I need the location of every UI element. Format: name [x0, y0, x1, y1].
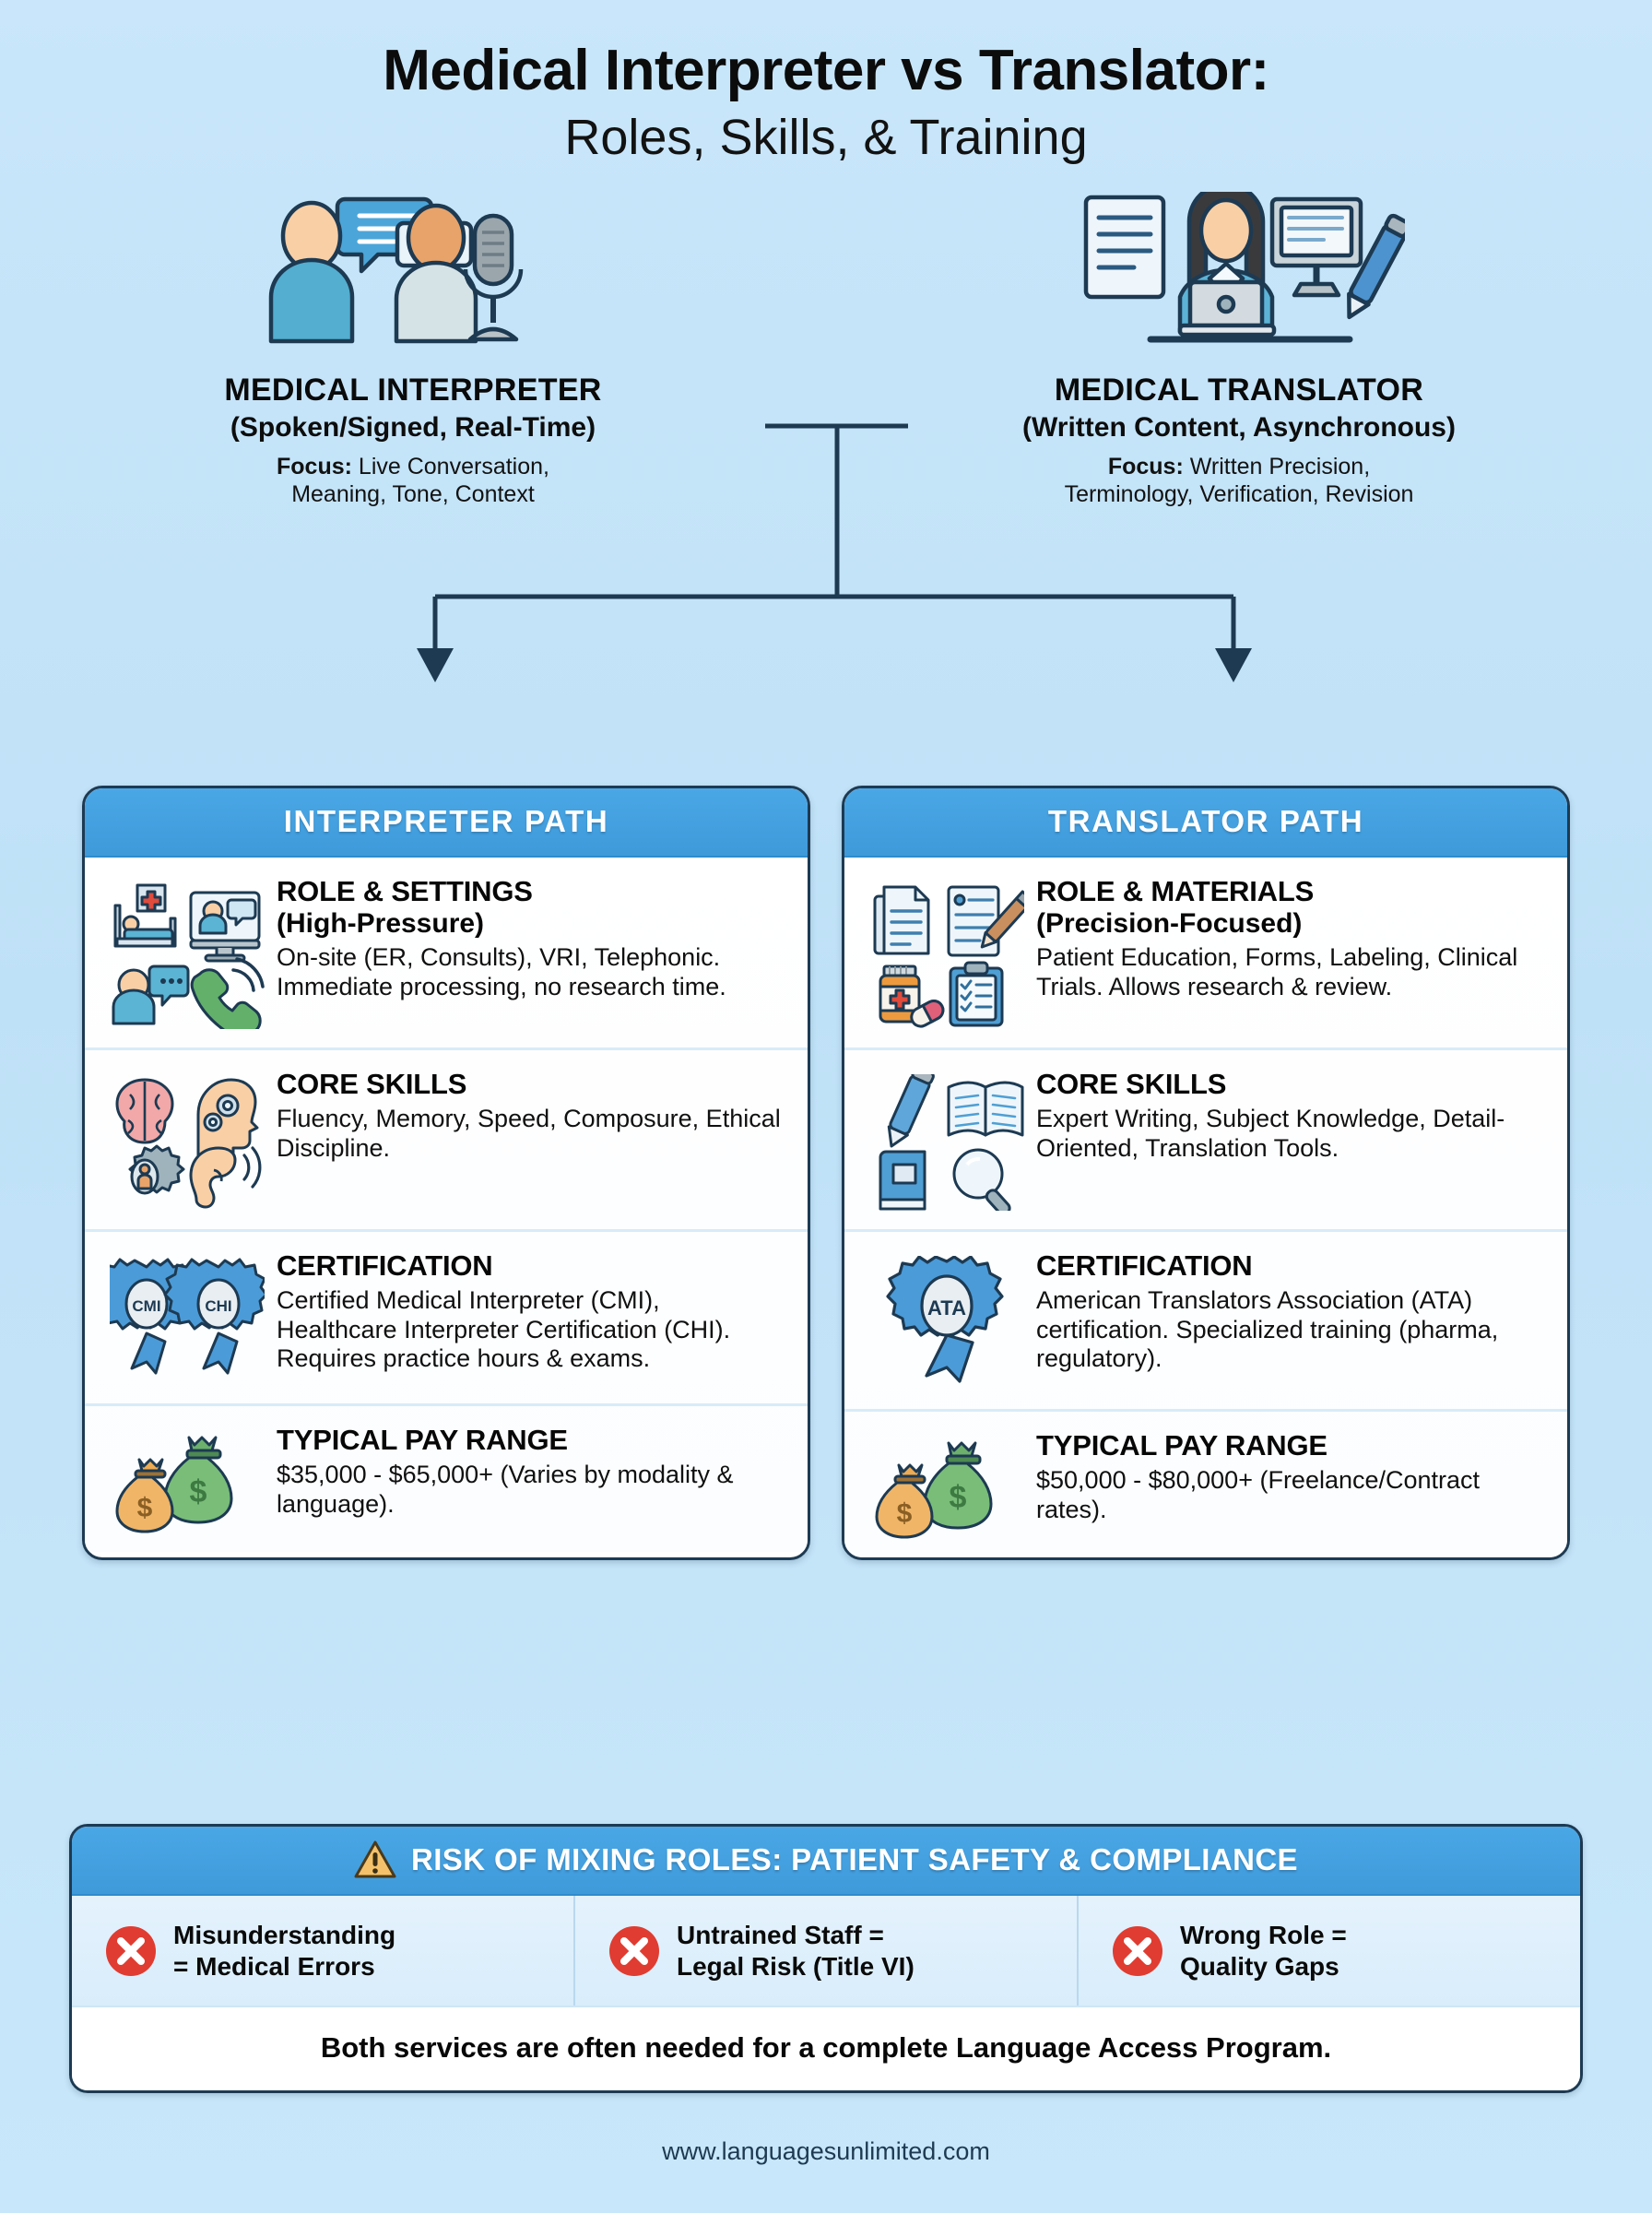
row-icon-cluster — [105, 1069, 269, 1211]
warning-triangle-icon — [354, 1840, 396, 1878]
row-pay-range: $ $ TYPICAL PAY RANGE $35,000 - $65,000+… — [85, 1403, 808, 1552]
role-headers: MEDICAL INTERPRETER (Spoken/Signed, Real… — [0, 190, 1652, 509]
path-cards: INTERPRETER PATH — [0, 786, 1652, 1560]
role-focus-line2: Terminology, Verification, Revision — [1064, 481, 1414, 508]
woman-laptop-documents-monitor-pen-icon — [1073, 190, 1405, 356]
svg-text:CHI: CHI — [205, 1297, 231, 1315]
svg-text:$: $ — [190, 1474, 207, 1509]
red-x-icon — [609, 1925, 659, 1976]
red-x-icon — [1113, 1925, 1162, 1976]
risk-item-text: Wrong Role = Quality Gaps — [1180, 1920, 1347, 1982]
interpreter-path-card: INTERPRETER PATH — [82, 786, 810, 1560]
risk-banner-footer: Both services are often needed for a com… — [72, 2006, 1580, 2091]
row-description: Fluency, Memory, Speed, Composure, Ethic… — [277, 1104, 781, 1162]
row-subtitle: (Precision-Focused) — [1036, 907, 1303, 939]
row-title: CERTIFICATION — [1036, 1249, 1253, 1282]
risk-item-line1: Wrong Role = — [1180, 1921, 1347, 1949]
role-focus-line1: Live Conversation, — [351, 453, 549, 479]
role-title: MEDICAL TRANSLATOR — [1054, 372, 1424, 408]
row-title: ROLE & SETTINGS — [277, 875, 533, 907]
svg-text:ATA: ATA — [927, 1296, 966, 1320]
row-text: CORE SKILLS Fluency, Memory, Speed, Comp… — [269, 1068, 784, 1163]
risk-item-line2: = Medical Errors — [173, 1951, 375, 1981]
risk-item-line2: Quality Gaps — [1180, 1951, 1339, 1981]
risk-item-line1: Misunderstanding — [173, 1921, 396, 1949]
row-icon-cluster: ATA — [865, 1250, 1029, 1391]
row-text: TYPICAL PAY RANGE $50,000 - $80,000+ (Fr… — [1029, 1429, 1543, 1524]
risk-banner-header: RISK OF MIXING ROLES: PATIENT SAFETY & C… — [72, 1827, 1580, 1896]
role-focus-line1: Written Precision, — [1183, 453, 1371, 479]
risk-item: Wrong Role = Quality Gaps — [1077, 1896, 1580, 2006]
row-description: Patient Education, Forms, Labeling, Clin… — [1036, 942, 1518, 1000]
role-focus-label: Focus: — [1107, 453, 1184, 479]
row-title: CERTIFICATION — [277, 1249, 493, 1282]
role-focus: Focus: Written Precision, Terminology, V… — [1065, 453, 1414, 509]
row-description: On-site (ER, Consults), VRI, Telephonic.… — [277, 942, 726, 1000]
card-header-interpreter: INTERPRETER PATH — [85, 788, 808, 858]
row-text: CERTIFICATION Certified Medical Interpre… — [269, 1249, 784, 1374]
role-title: MEDICAL INTERPRETER — [224, 372, 602, 408]
svg-text:$: $ — [897, 1498, 913, 1529]
row-role-settings: ROLE & SETTINGS (High-Pressure) On-site … — [85, 858, 808, 1047]
row-subtitle: (High-Pressure) — [277, 907, 485, 939]
row-title: TYPICAL PAY RANGE — [1036, 1429, 1328, 1462]
role-focus-label: Focus: — [277, 453, 352, 479]
row-icon-cluster: $ $ — [865, 1430, 1029, 1539]
row-pay-range: $ $ TYPICAL PAY RANGE $50,000 - $80,000+… — [844, 1409, 1567, 1557]
svg-text:$: $ — [137, 1493, 153, 1523]
row-description: $50,000 - $80,000+ (Freelance/Contract r… — [1036, 1465, 1481, 1523]
row-icon-cluster — [865, 876, 1029, 1029]
row-text: CERTIFICATION American Translators Assoc… — [1029, 1249, 1543, 1374]
risk-item-line1: Untrained Staff = — [677, 1921, 884, 1949]
row-text: TYPICAL PAY RANGE $35,000 - $65,000+ (Va… — [269, 1424, 784, 1519]
row-text: ROLE & SETTINGS (High-Pressure) On-site … — [269, 875, 784, 1002]
row-description: Certified Medical Interpreter (CMI), Hea… — [277, 1285, 731, 1373]
card-header-translator: TRANSLATOR PATH — [844, 788, 1567, 858]
two-people-speech-bubbles-microphone-icon — [256, 190, 570, 356]
row-role-materials: ROLE & MATERIALS (Precision-Focused) Pat… — [844, 858, 1567, 1047]
role-translator: MEDICAL TRANSLATOR (Written Content, Asy… — [826, 190, 1652, 509]
role-interpreter: MEDICAL INTERPRETER (Spoken/Signed, Real… — [0, 190, 826, 509]
risk-item: Untrained Staff = Legal Risk (Title VI) — [573, 1896, 1077, 2006]
title-line-2: Roles, Skills, & Training — [564, 109, 1088, 165]
role-subtitle: (Written Content, Asynchronous) — [1022, 411, 1456, 443]
risk-items: Misunderstanding = Medical Errors Untrai… — [72, 1896, 1580, 2006]
role-subtitle: (Spoken/Signed, Real-Time) — [230, 411, 596, 443]
row-text: ROLE & MATERIALS (Precision-Focused) Pat… — [1029, 875, 1543, 1002]
svg-text:$: $ — [950, 1480, 967, 1515]
translator-path-card: TRANSLATOR PATH — [842, 786, 1570, 1560]
row-certification: CMI CHI CERTIFICATION — [85, 1229, 808, 1403]
risk-banner-title: RISK OF MIXING ROLES: PATIENT SAFETY & C… — [411, 1842, 1298, 1876]
row-core-skills: CORE SKILLS Fluency, Memory, Speed, Comp… — [85, 1047, 808, 1229]
row-title: ROLE & MATERIALS — [1036, 875, 1315, 907]
row-title: CORE SKILLS — [277, 1068, 467, 1100]
card-body: ROLE & SETTINGS (High-Pressure) On-site … — [85, 858, 808, 1552]
site-url: www.languagesunlimited.com — [662, 2137, 990, 2165]
risk-item-text: Untrained Staff = Legal Risk (Title VI) — [677, 1920, 914, 1982]
risk-banner: RISK OF MIXING ROLES: PATIENT SAFETY & C… — [69, 1824, 1583, 2094]
red-x-icon — [106, 1925, 156, 1976]
row-description: Expert Writing, Subject Knowledge, Detai… — [1036, 1104, 1505, 1162]
row-icon-cluster: CMI CHI — [105, 1250, 269, 1385]
row-title: TYPICAL PAY RANGE — [277, 1424, 568, 1456]
risk-item-line2: Legal Risk (Title VI) — [677, 1951, 914, 1981]
svg-text:CMI: CMI — [132, 1297, 160, 1315]
row-core-skills: CORE SKILLS Expert Writing, Subject Know… — [844, 1047, 1567, 1229]
row-icon-cluster — [105, 876, 269, 1029]
row-certification: ATA CERTIFICATION American Translators A… — [844, 1229, 1567, 1409]
risk-item: Misunderstanding = Medical Errors — [72, 1896, 573, 2006]
title-line-1: Medical Interpreter vs Translator: — [383, 39, 1269, 102]
card-body: ROLE & MATERIALS (Precision-Focused) Pat… — [844, 858, 1567, 1557]
page-title: Medical Interpreter vs Translator: Roles… — [0, 0, 1652, 168]
row-description: American Translators Association (ATA) c… — [1036, 1285, 1499, 1373]
role-focus: Focus: Live Conversation, Meaning, Tone,… — [277, 453, 549, 509]
row-icon-cluster — [865, 1069, 1029, 1211]
row-icon-cluster: $ $ — [105, 1425, 269, 1533]
row-title: CORE SKILLS — [1036, 1068, 1227, 1100]
row-text: CORE SKILLS Expert Writing, Subject Know… — [1029, 1068, 1543, 1163]
role-focus-line2: Meaning, Tone, Context — [291, 481, 535, 508]
row-description: $35,000 - $65,000+ (Varies by modality &… — [277, 1460, 734, 1518]
risk-item-text: Misunderstanding = Medical Errors — [173, 1920, 395, 1982]
